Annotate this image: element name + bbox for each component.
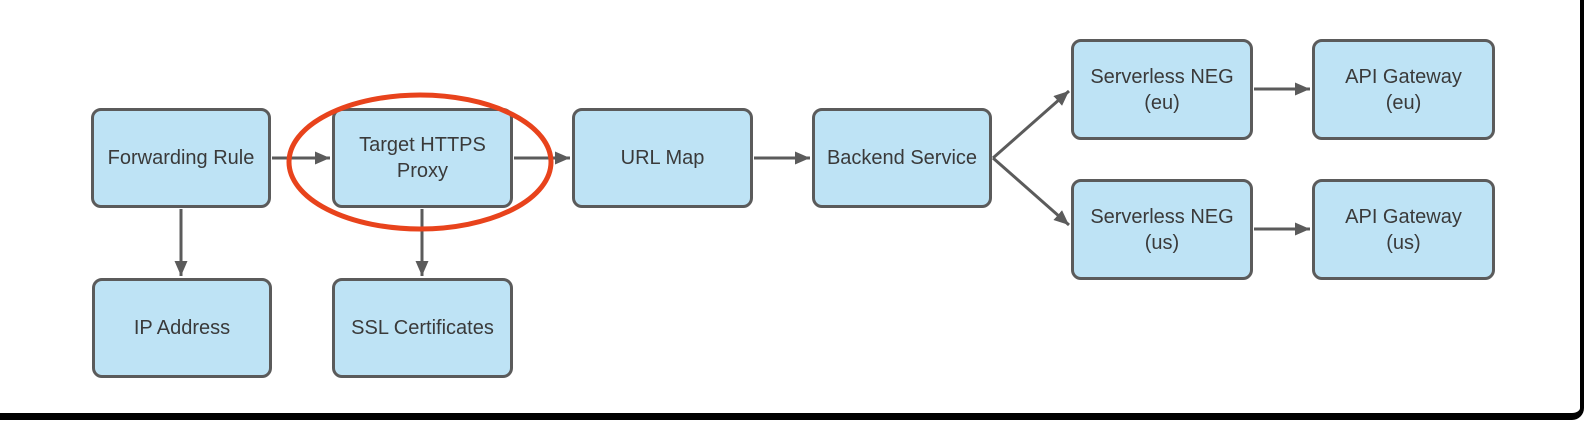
node-ip-address: IP Address (92, 278, 272, 378)
node-forwarding-rule: Forwarding Rule (91, 108, 271, 208)
node-label-target-https-proxy: Target HTTPS Proxy (359, 134, 486, 182)
node-label-forwarding-rule: Forwarding Rule (107, 147, 255, 169)
node-target-https-proxy: Target HTTPS Proxy (332, 108, 513, 208)
node-label-api-gateway-us: API Gateway (us) (1345, 205, 1462, 254)
node-label-serverless-neg-us: Serverless NEG (us) (1090, 205, 1234, 254)
node-label-backend-service: Backend Service (826, 147, 978, 169)
node-label-ssl-certificates: SSL Certificates (351, 317, 494, 339)
node-backend-service: Backend Service (812, 108, 992, 208)
node-serverless-neg-eu: Serverless NEG (eu) (1071, 39, 1253, 140)
node-label-ip-address: IP Address (133, 317, 231, 339)
node-ssl-certificates: SSL Certificates (332, 278, 513, 378)
node-label-api-gateway-eu: API Gateway (eu) (1345, 65, 1462, 114)
node-api-gateway-us: API Gateway (us) (1312, 179, 1495, 280)
node-label-serverless-neg-eu: Serverless NEG (eu) (1090, 65, 1234, 114)
node-label-url-map: URL Map (620, 147, 705, 169)
node-serverless-neg-us: Serverless NEG (us) (1071, 179, 1253, 280)
edge-backend-service-to-serverless-neg-us (992, 156, 1070, 227)
edge-backend-service-to-serverless-neg-eu (992, 89, 1070, 160)
node-url-map: URL Map (572, 108, 753, 208)
node-api-gateway-eu: API Gateway (eu) (1312, 39, 1495, 140)
